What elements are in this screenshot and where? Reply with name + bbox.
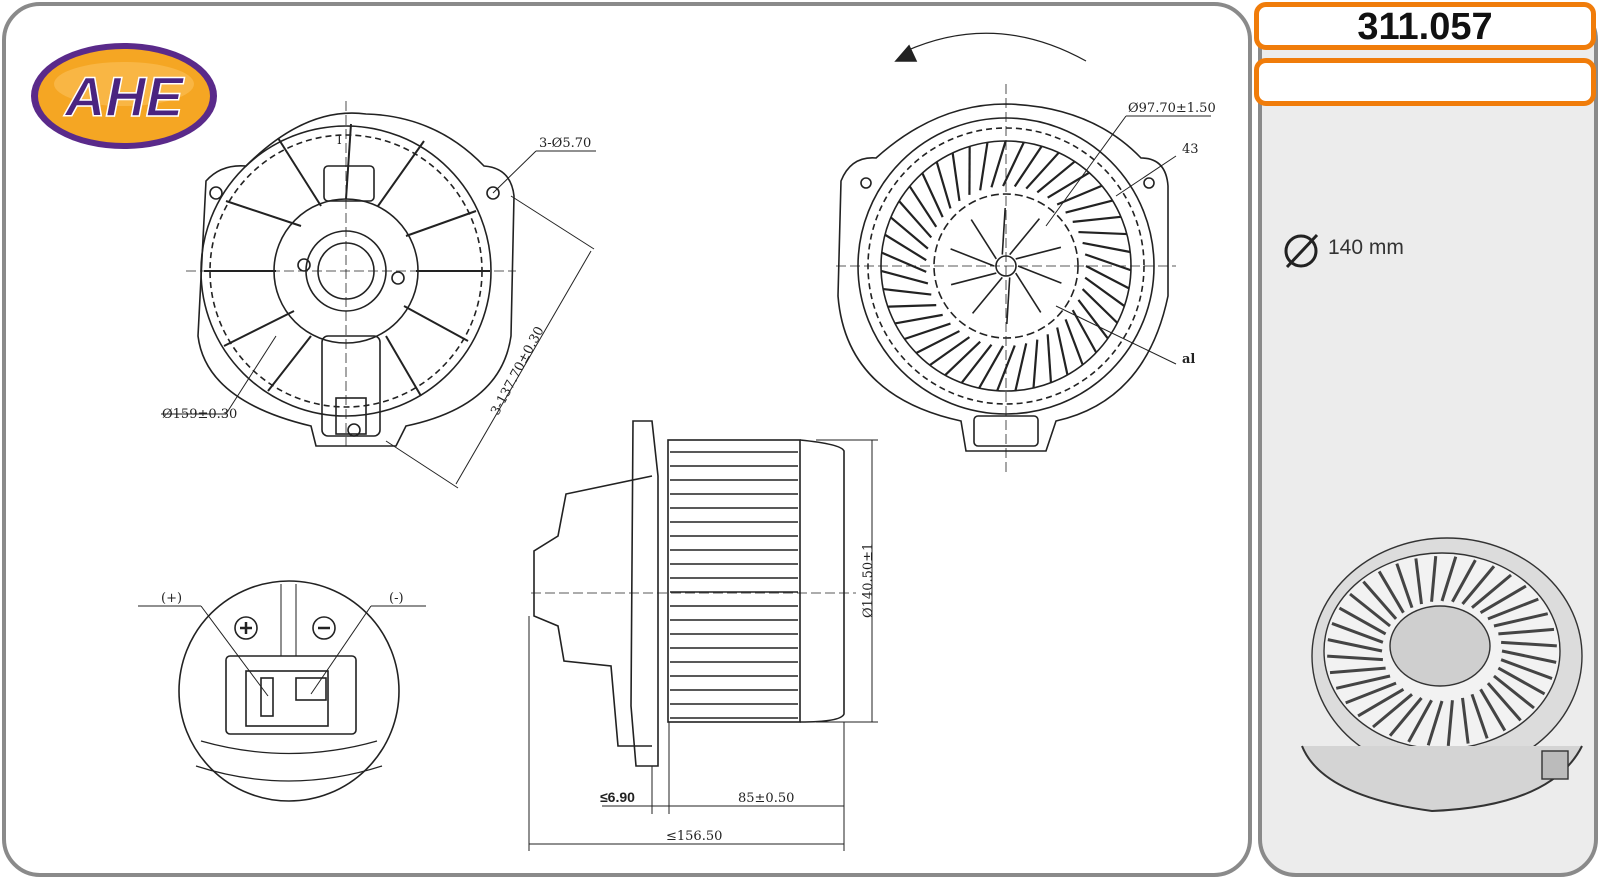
total-length-label: ≤156.50 (666, 829, 722, 844)
pitch-label: 3-137.70±0.30 (488, 324, 547, 418)
diameter-spec: 140 mm (1282, 232, 1404, 269)
depth-label: ≤6.90 (600, 789, 635, 805)
secondary-box (1254, 58, 1596, 106)
part-number-box: 311.057 (1254, 2, 1596, 50)
product-photo (1301, 537, 1583, 813)
drawing-panel: AHE (2, 2, 1252, 877)
plus-label: (+) (161, 591, 182, 606)
diameter-icon (1284, 233, 1319, 269)
blade-count-label: 43 (1182, 142, 1199, 157)
front-view (161, 101, 596, 489)
material-label: al (1182, 352, 1195, 367)
height-label: Ø140.50±1 (861, 543, 876, 618)
minus-label: (-) (389, 591, 404, 606)
part-number: 311.057 (1357, 6, 1493, 48)
wheel-diameter-label: Ø97.70±1.50 (1128, 101, 1216, 116)
connector-view (138, 580, 426, 802)
diameter-value: 140 mm (1328, 236, 1404, 259)
ahe-logo: AHE (31, 43, 217, 149)
technical-drawing: AHE (31, 32, 1216, 851)
holes-label: 3-Ø5.70 (539, 136, 591, 151)
info-panel (1258, 2, 1598, 877)
outer-diameter-label: Ø159±0.30 (162, 407, 237, 422)
fan-view (836, 32, 1211, 476)
side-view (528, 420, 878, 851)
front-mark: I (337, 133, 342, 147)
logo-text: AHE (63, 65, 185, 128)
wheel-length-label: 85±0.50 (738, 791, 794, 806)
